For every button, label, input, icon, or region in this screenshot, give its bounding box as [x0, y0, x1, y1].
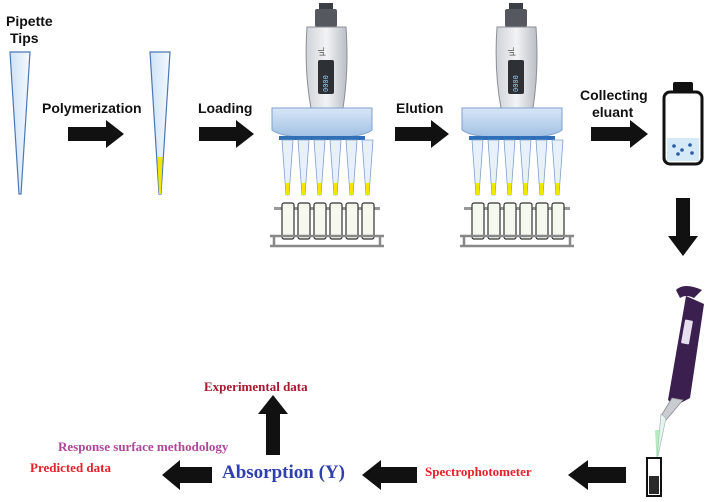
elution-label: Elution — [396, 100, 443, 116]
cuvette — [646, 457, 662, 497]
arrow-left-icon — [568, 460, 626, 490]
arrow-up-icon — [258, 395, 288, 455]
collection-bottle — [662, 82, 704, 166]
multichannel-pipette-elution: μL 0000 — [460, 3, 574, 248]
pipette-unit-label: μL — [507, 46, 516, 56]
arrow-down-icon — [668, 198, 698, 256]
arrow-right-icon — [591, 120, 648, 148]
response-surface-label: Response surface methodology — [58, 439, 229, 454]
absorption-label: Absorption (Y) — [222, 462, 345, 483]
single-channel-pipette — [655, 286, 704, 468]
predicted-data-label: Predicted data — [30, 460, 111, 475]
pipette-display: 0000 — [323, 75, 331, 92]
loading-label: Loading — [198, 100, 252, 116]
spectrophotometer-label: Spectrophotometer — [425, 464, 532, 479]
arrow-left-icon — [162, 460, 212, 490]
pipette-unit-label: μL — [317, 46, 326, 56]
arrow-right-icon — [199, 120, 254, 148]
arrow-right-icon — [395, 120, 449, 148]
polymerized-pipette-tip — [149, 51, 171, 195]
multichannel-pipette-loading: μL 0000 — [270, 3, 384, 248]
empty-pipette-tip — [9, 51, 31, 195]
polymerization-label: Polymerization — [42, 100, 142, 116]
arrow-left-icon — [362, 460, 417, 490]
pipette-display: 0000 — [513, 75, 521, 92]
experimental-data-label: Experimental data — [204, 379, 308, 394]
arrow-right-icon — [68, 120, 124, 148]
